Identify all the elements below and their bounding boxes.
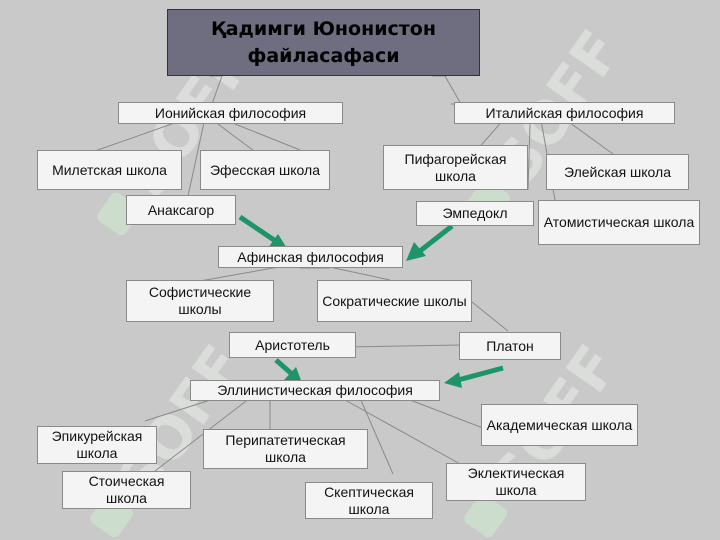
node-stoic-school: Стоическая школа [62, 471, 191, 509]
node-italian-philosophy: Италийская философия [454, 102, 675, 124]
node-plato: Платон [459, 332, 561, 360]
node-eclectic-school: Эклектическая школа [446, 463, 586, 501]
node-sophist-schools: Софистические школы [126, 280, 274, 322]
node-ionian-philosophy: Ионийская философия [118, 102, 343, 124]
arrow-aristotle-to-hellenistic [274, 358, 295, 377]
arrow-plato-to-hellenistic [457, 365, 504, 383]
node-ephesus-school: Эфесская школа [200, 150, 330, 190]
node-peripatetic-school: Перипатетическая школа [203, 429, 368, 469]
arrow-italian-to-athenian [418, 224, 454, 253]
node-socratic-schools: Сократические школы [317, 280, 472, 322]
node-miletus-school: Милетская школа [37, 150, 182, 190]
node-empedocles: Эмпедокл [416, 201, 534, 226]
title-line-2: файласафаси [247, 44, 400, 67]
arrow-ionian-to-athenian [238, 214, 279, 245]
node-skeptic-school: Скептическая школа [305, 482, 433, 519]
node-epicurean-school: Эпикурейская школа [37, 426, 157, 464]
diagram-title: Қадимги Юнонистон файласафаси [167, 9, 480, 76]
node-athenian-philosophy: Афинская философия [218, 246, 403, 268]
node-anaxagoras: Анаксагор [126, 195, 236, 225]
node-hellenistic-philosophy: Эллинистическая философия [190, 380, 440, 401]
title-line-1: Қадимги Юнонистон [211, 17, 436, 40]
node-aristotle: Аристотель [229, 332, 356, 358]
arrow-italian-to-athenian-head [406, 242, 426, 261]
node-academic-school: Академическая школа [481, 404, 638, 446]
node-eleatic-school: Элейская школа [546, 154, 689, 190]
node-atomist-school: Атомистическая школа [538, 200, 700, 245]
arrow-aristotle-to-hellenistic-head [284, 367, 302, 383]
node-pythagorean-school: Пифагорейская школа [383, 145, 528, 190]
arrow-plato-to-hellenistic-head [444, 372, 462, 388]
